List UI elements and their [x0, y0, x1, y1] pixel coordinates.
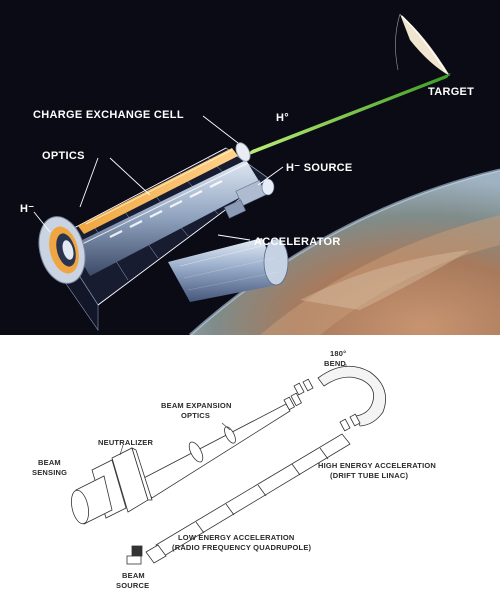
- neutralizer-label: NEUTRALIZER: [98, 438, 153, 447]
- bend-quads-lower: [339, 413, 361, 432]
- beam-line-schematic: 180° BEND BEAM EXPANSION OPTICS NEUTRALI…: [0, 335, 500, 600]
- beam-expansion-label-line1: BEAM EXPANSION: [161, 401, 232, 410]
- high-energy-label-line1: HIGH ENERGY ACCELERATION: [318, 461, 436, 470]
- label-leaders: [33, 115, 284, 241]
- beam-sensing: [71, 475, 113, 525]
- high-energy-label-line2: (DRIFT TUBE LINAC): [330, 471, 408, 480]
- low-energy-label-line1: LOW ENERGY ACCELERATION: [178, 533, 295, 542]
- beam-source-label-line1: BEAM: [122, 571, 145, 580]
- end-cap: [38, 216, 86, 284]
- bend-label-line2: BEND: [324, 359, 346, 368]
- beam-sensing-label-line2: SENSING: [32, 468, 67, 477]
- optics-label: OPTICS: [42, 150, 85, 162]
- accelerator-tube: [72, 160, 262, 276]
- neutralizer: [91, 447, 153, 519]
- optics-tube: [78, 148, 238, 234]
- earth: [189, 168, 500, 335]
- accelerator-assembly: [38, 142, 289, 331]
- rfq: [145, 544, 167, 564]
- target-satellite: TARGET: [395, 13, 474, 98]
- neutral-particle-beam-illustration: TARGET: [0, 0, 500, 335]
- charge-exchange-cell-label: CHARGE EXCHANGE CELL: [33, 109, 184, 121]
- h-zero-label: H°: [276, 112, 289, 124]
- accelerator-label: ACCELERATOR: [254, 236, 341, 248]
- target-label: TARGET: [428, 86, 474, 98]
- beam-sensing-label-line1: BEAM: [38, 458, 61, 467]
- power-cylinder: [168, 238, 289, 302]
- h-minus-source: [223, 178, 275, 219]
- h-minus-source-label: H⁻ SOURCE: [286, 162, 353, 174]
- beam-source-label-line2: SOURCE: [116, 581, 149, 590]
- beam-source: [126, 545, 143, 565]
- h-minus-label: H⁻: [20, 203, 34, 215]
- bend-label-line1: 180°: [330, 349, 346, 358]
- beam-expansion-label-line2: OPTICS: [181, 411, 210, 420]
- beam-expansion-optics: [283, 392, 303, 411]
- charge-exchange-cell: [235, 142, 251, 162]
- schematic-leaders: [119, 364, 347, 456]
- bend-quads-upper: [293, 378, 314, 396]
- low-energy-label-line2: (RADIO FREQUENCY QUADRUPOLE): [172, 543, 312, 552]
- neutral-beam: [244, 73, 451, 157]
